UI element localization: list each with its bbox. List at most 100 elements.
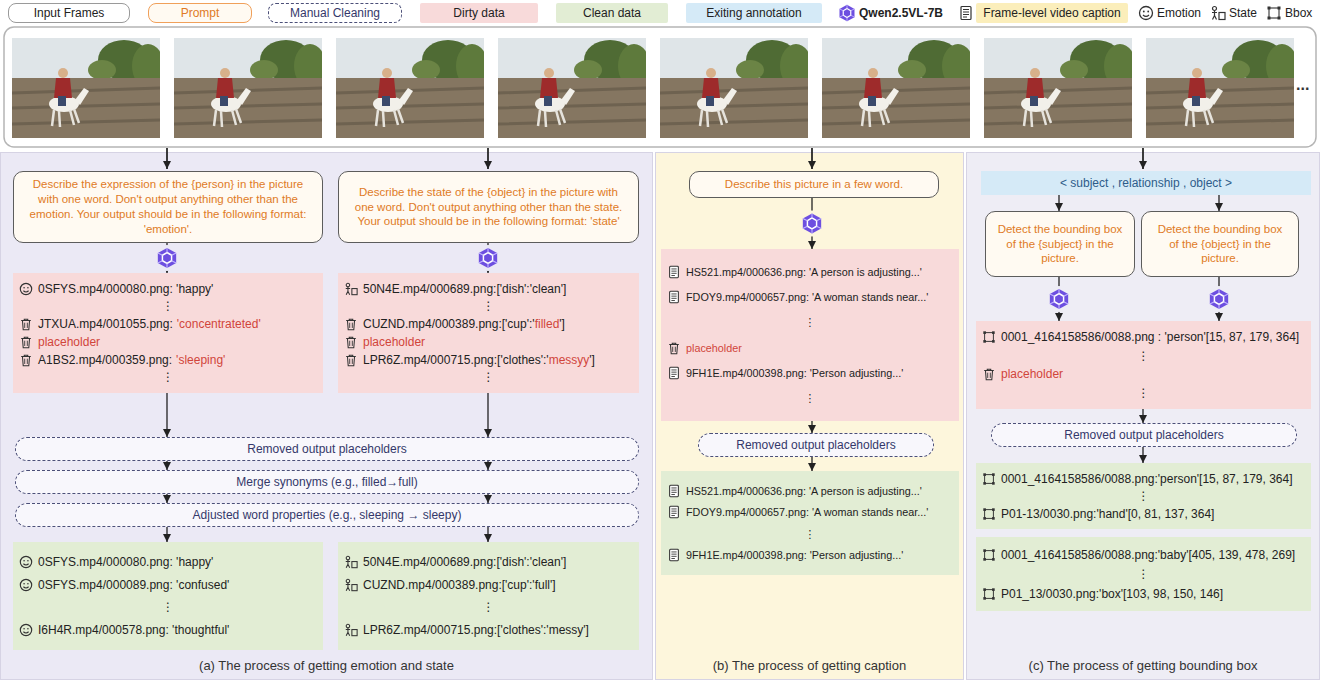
doc-icon-use — [670, 292, 679, 303]
existing-annotation-bar: < subject , relationship , object > — [981, 171, 1311, 195]
trash-icon-use — [984, 369, 994, 380]
list-line: CUZND.mp4/000389.png:['cup':'full'] — [344, 577, 633, 593]
legend-existing-annotation: Exiting annotation — [686, 3, 822, 23]
doc-icon — [667, 290, 681, 304]
panel-caption-row: (a) The process of getting emotion and s… — [1, 658, 652, 673]
bbox-icon — [982, 330, 996, 344]
ellipsis: ⋮ — [162, 298, 174, 314]
list-line: I6H4R.mp4/000578.png: 'thoughtful' — [19, 622, 317, 638]
record-text: JTXUA.mp4/001055.png: — [38, 316, 173, 332]
record-text: placeholder — [1001, 366, 1063, 382]
list-line: 0SFYS.mp4/000089.png: 'confused' — [19, 577, 317, 593]
trash-icon — [982, 367, 996, 381]
panel: (b) The process of getting captionDescri… — [655, 152, 964, 680]
record-text: filled — [535, 316, 560, 332]
record-text: placeholder — [363, 334, 425, 350]
list-line: ⋮ — [19, 298, 317, 314]
ellipsis: ⋮ — [483, 298, 495, 314]
panel-caption: (c) The process of getting bounding box — [1029, 658, 1258, 673]
doc-icon-use — [670, 266, 679, 277]
prompt-text: Describe this picture in a few word. — [725, 177, 903, 192]
record-text: FDOY9.mp4/000657.png: 'A woman stands ne… — [686, 289, 928, 305]
doc-icon — [958, 5, 974, 21]
bar-text: < subject , relationship , object > — [1060, 176, 1232, 190]
manual-cleaning-step: Removed output placeholders — [15, 437, 639, 461]
list-line: CUZND.mp4/000389.png:['cup':'filled'] — [344, 316, 633, 332]
bbox-icon — [982, 548, 996, 562]
list-line: 0SFYS.mp4/000080.png: 'happy' — [19, 554, 317, 570]
ellipsis: ⋮ — [162, 369, 174, 385]
doc-icon-use — [670, 367, 679, 378]
clean-data-box: 0001_4164158586/0088.png:'baby'[405, 139… — [976, 537, 1311, 611]
legend-clean-data: Clean data — [556, 3, 668, 23]
list-line: ⋮ — [667, 314, 953, 330]
record-text: '] — [589, 352, 595, 368]
legend-bbox: Bbox — [1285, 3, 1312, 23]
bbox-icon-use — [983, 473, 994, 484]
legend-manual-cleaning: Manual Cleaning — [268, 3, 402, 23]
dirty-data-box: HS521.mp4/000636.png: 'A person is adjus… — [661, 249, 959, 421]
bbox-icon-use — [983, 549, 994, 560]
list-line: ⋮ — [344, 298, 633, 314]
pill-text: Merge synonyms (e.g., filled→full) — [236, 475, 417, 489]
record-text: 0001_4164158586/0088.png : 'person'[15, … — [1001, 329, 1299, 345]
qwen-icon-use — [840, 5, 855, 22]
list-line: ⋮ — [19, 369, 317, 385]
dirty-data-box: 0001_4164158586/0088.png : 'person'[15, … — [976, 321, 1311, 409]
prompt-box: Detect the bounding box of the {subject}… — [985, 211, 1135, 277]
qwen-icon — [838, 4, 856, 22]
list-line: placeholder — [982, 366, 1305, 382]
record-text: I6H4R.mp4/000578.png: 'thoughtful' — [38, 622, 229, 638]
pill-text: Adjusted word properties (e.g., sleeping… — [193, 508, 462, 522]
emo-icon — [19, 578, 33, 592]
video-frame — [336, 38, 488, 138]
legend-text: Emotion — [1157, 6, 1201, 20]
legend-text: Exiting annotation — [706, 6, 801, 20]
manual-cleaning-step: Merge synonyms (e.g., filled→full) — [15, 470, 639, 494]
record-text: P01-13/0030.png:'hand'[0, 81, 137, 364] — [1001, 506, 1214, 522]
clean-data-box: 0001_4164158586/0088.png:'person'[15, 87… — [976, 463, 1311, 529]
list-line: ⋮ — [982, 566, 1305, 582]
list-line: placeholder — [344, 334, 633, 350]
dirty-data-box: 0SFYS.mp4/000080.png: 'happy'⋮JTXUA.mp4/… — [13, 273, 323, 393]
prompt-text: Describe the expression of the {person} … — [24, 177, 312, 237]
record-text: 9FH1E.mp4/000398.png: 'Person adjusting.… — [686, 365, 903, 381]
clean-data-box: 50N4E.mp4/000689.png:['dish':'clean'] CUZ… — [338, 542, 639, 650]
clean-data-box: 0SFYS.mp4/000080.png: 'happy' 0SFYS.mp4/0… — [13, 542, 323, 650]
legend-text: Clean data — [583, 6, 641, 20]
list-line: ⋮ — [667, 390, 953, 406]
video-frame — [174, 38, 326, 138]
ellipsis: ⋮ — [483, 369, 495, 385]
trash-icon-use — [21, 337, 31, 348]
list-line: A1BS2.mp4/000359.png:'sleeping' — [19, 352, 317, 368]
ellipsis: ⋮ — [1138, 385, 1150, 401]
record-text: 9FH1E.mp4/000398.png: 'Person adjusting.… — [686, 547, 903, 563]
ellipsis: ⋮ — [1138, 566, 1150, 582]
list-line: 0SFYS.mp4/000080.png: 'happy' — [19, 281, 317, 297]
doc-icon — [667, 548, 681, 562]
legend-text: Frame-level video caption — [983, 6, 1120, 20]
list-line: 50N4E.mp4/000689.png:['dish':'clean'] — [344, 554, 633, 570]
trash-icon — [667, 341, 681, 355]
pill-text: Removed output placeholders — [736, 438, 895, 452]
legend-model: Qwen2.5VL-7B — [859, 3, 943, 23]
record-text: placeholder — [686, 340, 742, 356]
emo-icon — [19, 282, 33, 296]
list-line: ⋮ — [344, 599, 633, 615]
list-line: ⋮ — [344, 369, 633, 385]
trash-icon-use — [21, 355, 31, 366]
video-frame — [822, 38, 974, 138]
prompt-box: Describe this picture in a few word. — [689, 171, 939, 198]
ellipsis: ⋮ — [805, 314, 816, 330]
prompt-box: Detect the bounding box of the {object} … — [1141, 211, 1299, 277]
bbox-icon-use — [983, 588, 994, 599]
doc-icon-use — [670, 485, 679, 496]
bbox-icon-use — [1268, 7, 1281, 20]
legend-caption: Frame-level video caption — [976, 3, 1128, 23]
record-text: messyy — [549, 352, 590, 368]
list-line: FDOY9.mp4/000657.png: 'A woman stands ne… — [667, 289, 953, 305]
list-line: ⋮ — [982, 348, 1305, 364]
video-frame — [498, 38, 650, 138]
